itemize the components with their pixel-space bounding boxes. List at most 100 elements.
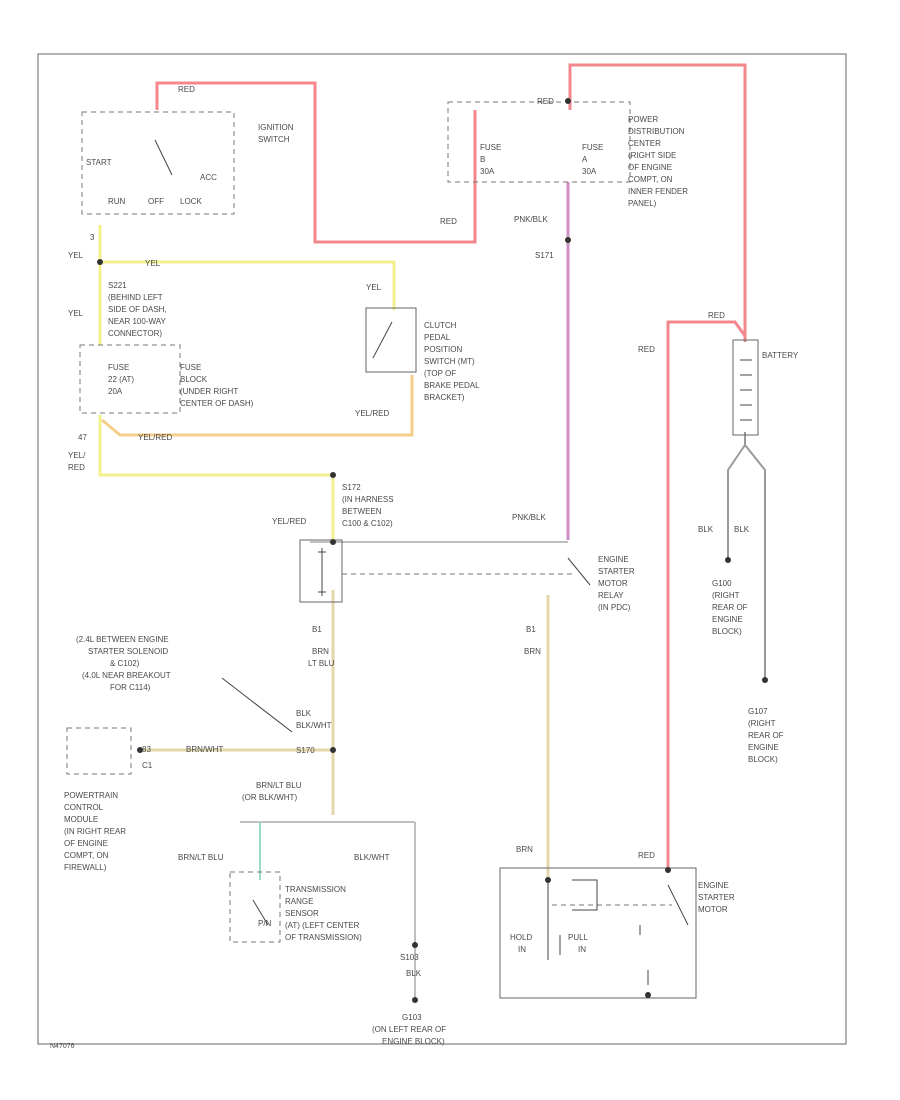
wire-label-yel-red-3: YEL/RED	[272, 517, 306, 526]
pdc-label: POWER DISTRIBUTION CENTER (RIGHT SIDE OF…	[628, 115, 688, 208]
wire-label-blk-ground: BLK	[406, 969, 422, 978]
fuse-22-label: FUSE 22 (AT) 20A	[108, 363, 134, 396]
svg-text:30A: 30A	[582, 167, 597, 176]
wire-label-brn-starter: BRN	[516, 845, 533, 854]
wire-label-wht: BLK/WHT	[296, 721, 332, 730]
svg-text:POWERTRAIN: POWERTRAIN	[64, 791, 118, 800]
svg-text:OF ENGINE: OF ENGINE	[64, 839, 108, 848]
svg-text:SENSOR: SENSOR	[285, 909, 319, 918]
note-24-leader	[221, 677, 293, 733]
svg-text:INNER FENDER: INNER FENDER	[628, 187, 688, 196]
ground-g100	[725, 557, 731, 563]
svg-text:G107: G107	[748, 707, 768, 716]
svg-text:BETWEEN: BETWEEN	[342, 507, 382, 516]
svg-text:IGNITION: IGNITION	[258, 123, 294, 132]
svg-text:SIDE OF DASH,: SIDE OF DASH,	[108, 305, 167, 314]
svg-text:(UNDER RIGHT: (UNDER RIGHT	[180, 387, 238, 396]
svg-text:ENGINE: ENGINE	[598, 555, 629, 564]
ground-s103	[412, 942, 418, 948]
wire-label-yel-red-stack-1: YEL/	[68, 451, 86, 460]
svg-text:BLOCK: BLOCK	[180, 375, 208, 384]
fuse-block-label: FUSE BLOCK (UNDER RIGHT CENTER OF DASH)	[180, 363, 254, 408]
starter-solenoid	[547, 879, 649, 985]
wire-label-yel-red-1: YEL/RED	[355, 409, 389, 418]
b1-label-left: B1	[312, 625, 322, 634]
wire-label-red-pdc: RED	[537, 97, 554, 106]
svg-text:FUSE: FUSE	[480, 143, 501, 152]
ign-lock: LOCK	[180, 197, 202, 206]
wire-label-blk-2: BLK	[734, 525, 750, 534]
wire-label-red-mid: RED	[440, 217, 457, 226]
splice-s170	[330, 747, 336, 753]
svg-text:22 (AT): 22 (AT)	[108, 375, 134, 384]
splice-brn-wht	[137, 747, 143, 753]
wire-label-yel-1: YEL	[68, 251, 84, 260]
svg-text:NEAR 100-WAY: NEAR 100-WAY	[108, 317, 166, 326]
fuse-block-box	[79, 344, 181, 414]
svg-text:OF TRANSMISSION): OF TRANSMISSION)	[285, 933, 362, 942]
svg-text:A: A	[582, 155, 588, 164]
svg-text:(BEHIND LEFT: (BEHIND LEFT	[108, 293, 163, 302]
wire-label-yel-2: YEL	[145, 259, 161, 268]
svg-text:BLOCK): BLOCK)	[712, 627, 742, 636]
svg-text:BRAKE PEDAL: BRAKE PEDAL	[424, 381, 480, 390]
svg-text:ENGINE: ENGINE	[698, 881, 729, 890]
relay-contact	[567, 557, 591, 586]
svg-text:20A: 20A	[108, 387, 123, 396]
wire-label-brn-ltblu-1: BRN	[312, 647, 329, 656]
svg-text:RELAY: RELAY	[598, 591, 624, 600]
g103-label: G103 (ON LEFT REAR OF ENGINE BLOCK)	[372, 1013, 446, 1046]
wire-label-brn-right: BRN	[524, 647, 541, 656]
ignition-switch-box	[81, 111, 235, 215]
svg-text:MOTOR: MOTOR	[598, 579, 628, 588]
wire-blk-ground-b	[744, 444, 766, 680]
park-neutral-label: P/N	[258, 919, 272, 928]
splice-s221	[97, 259, 103, 265]
c1-label: C1	[142, 761, 153, 770]
wire-label-blk-wht-trs: BLK/WHT	[354, 853, 390, 862]
svg-text:(AT) (LEFT CENTER: (AT) (LEFT CENTER	[285, 921, 360, 930]
svg-text:(4.0L NEAR BREAKOUT: (4.0L NEAR BREAKOUT	[82, 671, 171, 680]
relay-coil-box	[299, 539, 343, 603]
pdc-box	[447, 101, 631, 183]
svg-text:ENGINE: ENGINE	[712, 615, 743, 624]
g107-label: G107 (RIGHT REAR OF ENGINE BLOCK)	[748, 707, 784, 764]
s221-label: S221 (BEHIND LEFT SIDE OF DASH, NEAR 100…	[108, 281, 167, 338]
wire-label-red-top: RED	[178, 85, 195, 94]
svg-text:REAR OF: REAR OF	[748, 731, 784, 740]
svg-text:CLUTCH: CLUTCH	[424, 321, 457, 330]
trs-label: TRANSMISSION RANGE SENSOR (AT) (LEFT CEN…	[285, 885, 362, 942]
splice-pdc	[565, 98, 571, 104]
svg-text:G103: G103	[402, 1013, 422, 1022]
svg-text:BLOCK): BLOCK)	[748, 755, 778, 764]
svg-text:REAR OF: REAR OF	[712, 603, 748, 612]
starter-motor-label: ENGINE STARTER MOTOR	[698, 881, 735, 914]
svg-text:PEDAL: PEDAL	[424, 333, 451, 342]
svg-text:POWER: POWER	[628, 115, 658, 124]
hold-in-label-2: IN	[518, 945, 526, 954]
svg-text:BRACKET): BRACKET)	[424, 393, 465, 402]
ignition-contact	[154, 139, 173, 176]
svg-text:S172: S172	[342, 483, 361, 492]
svg-text:B: B	[480, 155, 485, 164]
s172-label: S172 (IN HARNESS BETWEEN C100 & C102)	[342, 483, 394, 528]
wire-red-battery-feed	[568, 63, 747, 342]
figure-id: N47076	[50, 1043, 75, 1050]
wire-label-brn-ltblu-trs: BRN/LT BLU	[178, 853, 224, 862]
svg-text:(TOP OF: (TOP OF	[424, 369, 456, 378]
wire-label-red-batt: RED	[708, 311, 725, 320]
svg-text:STARTER: STARTER	[698, 893, 735, 902]
starter-contact	[667, 884, 689, 926]
svg-text:MOTOR: MOTOR	[698, 905, 728, 914]
ign-off: OFF	[148, 197, 164, 206]
starter-terminal-brn	[545, 877, 551, 883]
pcm-box	[66, 727, 132, 775]
svg-text:(IN HARNESS: (IN HARNESS	[342, 495, 394, 504]
svg-text:(IN RIGHT REAR: (IN RIGHT REAR	[64, 827, 126, 836]
svg-text:FUSE: FUSE	[180, 363, 201, 372]
svg-text:(OR BLK/WHT): (OR BLK/WHT)	[242, 793, 297, 802]
wire-label-brn-ltblu-2: LT BLU	[308, 659, 335, 668]
wire-yel	[98, 225, 396, 310]
clutch-contact	[372, 321, 393, 359]
